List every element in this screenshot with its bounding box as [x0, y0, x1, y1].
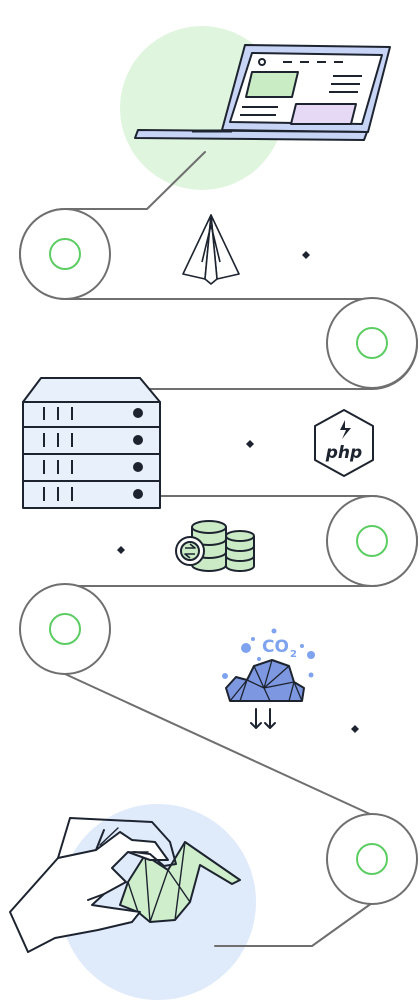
pulley-3 — [326, 495, 418, 587]
co2-label: CO — [262, 637, 289, 657]
diamond-marker — [117, 546, 125, 554]
diamond-marker — [302, 251, 310, 259]
co2-cloud-icon: CO 2 — [222, 628, 315, 729]
hands-origami-crane-icon — [9, 817, 241, 953]
diamond-marker — [351, 725, 359, 733]
laptop-icon — [134, 44, 391, 141]
pulley-5 — [326, 813, 418, 905]
php-label: php — [325, 443, 362, 463]
paper-plane-icon — [182, 214, 240, 285]
pulley-1 — [19, 208, 111, 300]
pulley-2 — [326, 297, 418, 389]
php-badge-icon: php — [314, 409, 374, 477]
diamond-marker — [246, 440, 254, 448]
server-icon — [22, 377, 161, 509]
coin-stack-icon — [175, 520, 255, 572]
diamond-markers — [117, 251, 359, 733]
pulley-4 — [19, 583, 111, 675]
co2-subscript: 2 — [290, 649, 297, 660]
